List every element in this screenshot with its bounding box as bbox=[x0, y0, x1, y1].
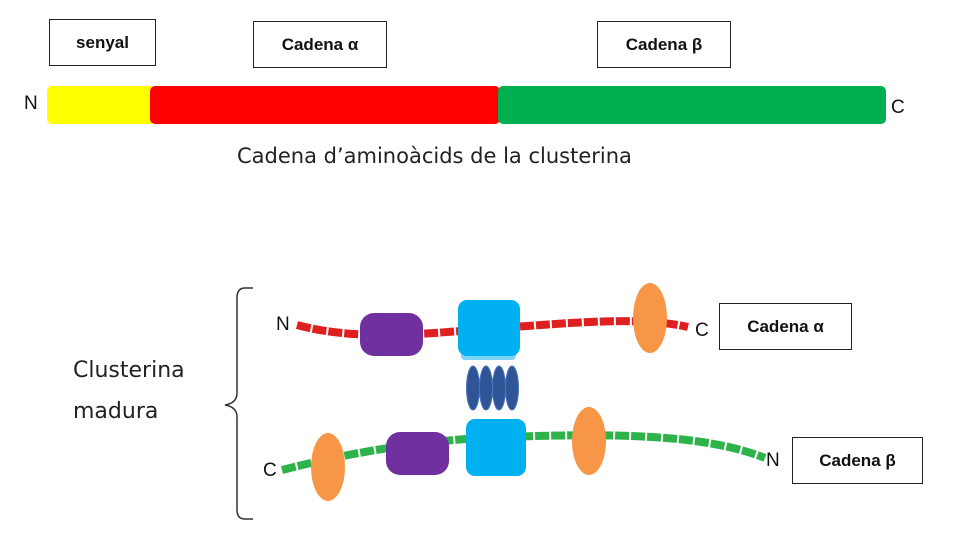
precursor-caption: Cadena d’aminoàcids de la clusterina bbox=[237, 144, 632, 168]
beta-c-terminus: C bbox=[263, 460, 277, 481]
disulfide-bond bbox=[466, 365, 480, 411]
disulfide-bond bbox=[505, 365, 519, 411]
mature-label-line1: Clusterina bbox=[73, 358, 185, 383]
alpha-c-terminus: C bbox=[695, 320, 709, 341]
alpha-purple-domain bbox=[360, 313, 423, 356]
mature-label-line2: madura bbox=[73, 399, 159, 424]
disulfide-bond bbox=[492, 365, 506, 411]
alpha-orange-domain bbox=[633, 283, 667, 353]
alpha-blue-domain bbox=[458, 300, 520, 356]
mature-beta-label-box: Cadena β bbox=[792, 437, 923, 484]
disulfide-bond bbox=[479, 365, 493, 411]
mature-alpha-label: Cadena α bbox=[747, 316, 824, 336]
beta-purple-domain bbox=[386, 432, 449, 475]
alpha-n-terminus: N bbox=[276, 314, 290, 335]
beta-orange-domain-right bbox=[572, 407, 606, 475]
signal-label: senyal bbox=[76, 32, 129, 52]
beta-blue-domain bbox=[466, 419, 526, 476]
alpha-segment bbox=[150, 86, 500, 124]
signal-segment bbox=[47, 86, 155, 124]
beta-n-terminus: N bbox=[766, 450, 780, 471]
beta-label: Cadena β bbox=[625, 34, 703, 54]
bracket bbox=[224, 287, 253, 520]
mature-beta-label: Cadena β bbox=[819, 450, 896, 470]
disulfide-bonds bbox=[466, 365, 519, 411]
mature-alpha-label-box: Cadena α bbox=[719, 303, 852, 350]
precursor-n-terminus: N bbox=[24, 93, 38, 114]
beta-segment bbox=[498, 86, 886, 124]
beta-label-box: Cadena β bbox=[597, 21, 731, 68]
beta-orange-domain-left bbox=[311, 433, 345, 501]
signal-label-box: senyal bbox=[49, 19, 156, 66]
precursor-c-terminus: C bbox=[891, 97, 905, 118]
alpha-label: Cadena α bbox=[281, 34, 359, 54]
alpha-label-box: Cadena α bbox=[253, 21, 387, 68]
